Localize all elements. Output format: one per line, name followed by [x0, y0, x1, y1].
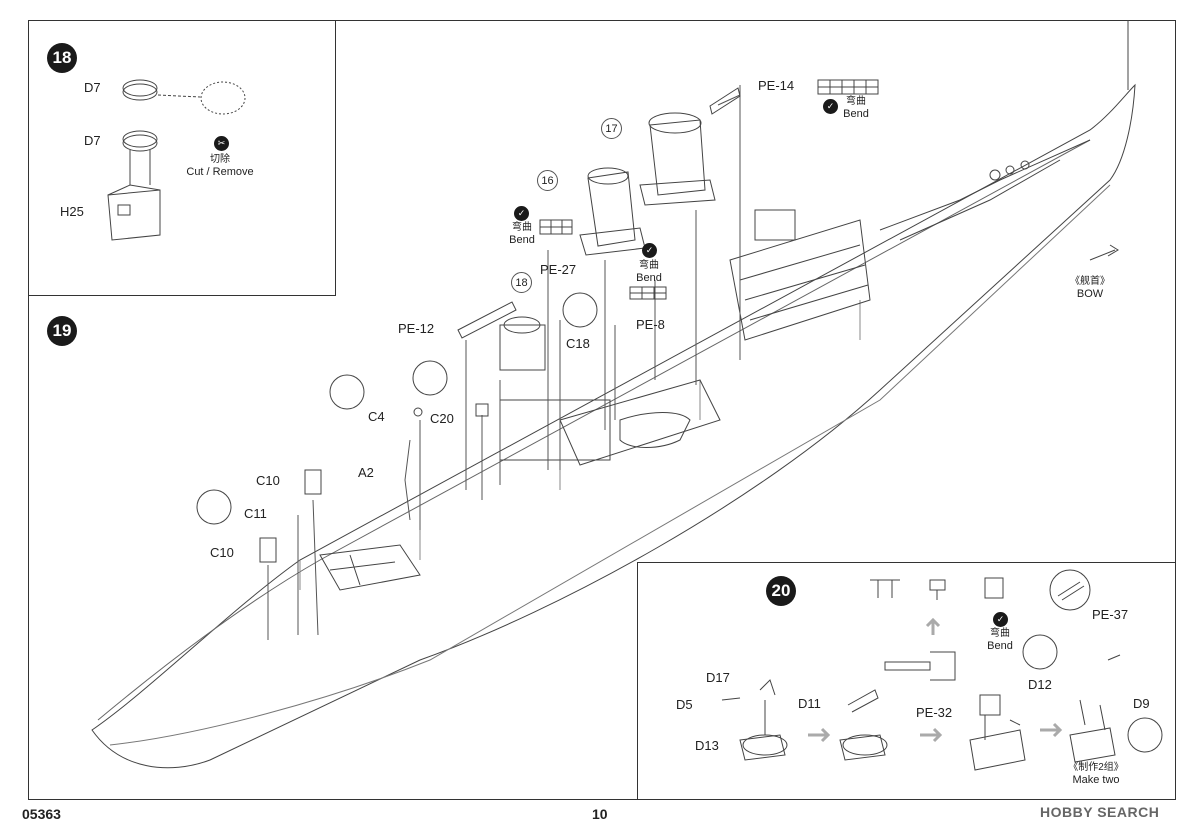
label-c10-top: C10	[256, 473, 280, 488]
make-two-cn: 《制作2组》	[1068, 762, 1124, 773]
ship-hull-outline	[91, 83, 1136, 769]
label-d13: D13	[695, 738, 719, 753]
bend-icon-1: ✓	[823, 99, 838, 114]
label-pe27: PE-27	[540, 262, 577, 277]
bend-note-2-cn: 弯曲	[512, 222, 532, 233]
bend-note-step20: 弯曲 Bend	[980, 628, 1020, 652]
hobby-search-watermark: HOBBY SEARCH	[1040, 804, 1160, 820]
cut-remove-cn: 切除	[210, 154, 230, 165]
label-c4: C4	[368, 409, 385, 424]
page-number: 10	[592, 806, 608, 822]
step-18-panel	[28, 20, 336, 296]
bow-label-en: BOW	[1076, 288, 1104, 300]
label-d17: D17	[706, 670, 730, 685]
callout-18: 18	[511, 272, 532, 293]
bend-note-step20-en: Bend	[987, 640, 1013, 652]
label-pe14: PE-14	[758, 78, 795, 93]
step-19-number: 19	[47, 316, 77, 346]
label-pe8: PE-8	[636, 317, 665, 332]
label-pe37: PE-37	[1092, 607, 1129, 622]
cut-remove-note: 切除 Cut / Remove	[180, 154, 260, 178]
funnel-17	[649, 119, 706, 196]
bend-note-2: 弯曲 Bend	[502, 222, 542, 246]
label-d5: D5	[676, 697, 693, 712]
bend-note-1: 弯曲 Bend	[836, 96, 876, 120]
label-h25: H25	[60, 204, 84, 219]
make-two-note: 《制作2组》 Make two	[1058, 762, 1134, 786]
label-d11: D11	[798, 696, 821, 711]
label-pe12: PE-12	[398, 321, 435, 336]
label-d9: D9	[1133, 696, 1150, 711]
deck-edge	[97, 139, 1091, 721]
label-c20: C20	[430, 411, 454, 426]
forward-turret	[319, 544, 421, 591]
bend-note-step20-cn: 弯曲	[990, 628, 1010, 639]
bend-icon-step20: ✓	[993, 612, 1008, 627]
bridge-superstructure	[729, 219, 871, 341]
bend-note-3-en: Bend	[636, 272, 662, 284]
instruction-page-frame	[28, 20, 1176, 800]
bow-label-cn: 《舰首》	[1070, 276, 1110, 287]
bend-icon-2: ✓	[514, 206, 529, 221]
bend-note-2-en: Bend	[509, 234, 535, 246]
make-two-en: Make two	[1072, 774, 1120, 786]
bend-icon-3: ✓	[642, 243, 657, 258]
label-a2: A2	[358, 465, 374, 480]
callout-17: 17	[601, 118, 622, 139]
label-d7-top: D7	[84, 80, 101, 95]
callout-16: 16	[537, 170, 558, 191]
label-d12: D12	[1028, 677, 1052, 692]
cut-icon: ✂	[214, 136, 229, 151]
label-pe32: PE-32	[916, 705, 953, 720]
bend-note-1-cn: 弯曲	[846, 96, 866, 107]
funnel-16	[587, 171, 636, 247]
product-code: 05363	[22, 806, 61, 822]
label-c11: C11	[244, 506, 267, 521]
bend-note-3-cn: 弯曲	[639, 260, 659, 271]
label-d7-bottom: D7	[84, 133, 101, 148]
step-20-number: 20	[766, 576, 796, 606]
step-18-number: 18	[47, 43, 77, 73]
label-c10-bottom: C10	[210, 545, 234, 560]
bend-note-3: 弯曲 Bend	[629, 260, 669, 284]
cut-remove-en: Cut / Remove	[186, 166, 254, 178]
label-c18: C18	[566, 336, 590, 351]
bend-note-1-en: Bend	[843, 108, 869, 120]
bow-label: 《舰首》 BOW	[1062, 276, 1118, 300]
lifeboat	[619, 412, 691, 448]
ship-waterline	[109, 184, 1111, 746]
